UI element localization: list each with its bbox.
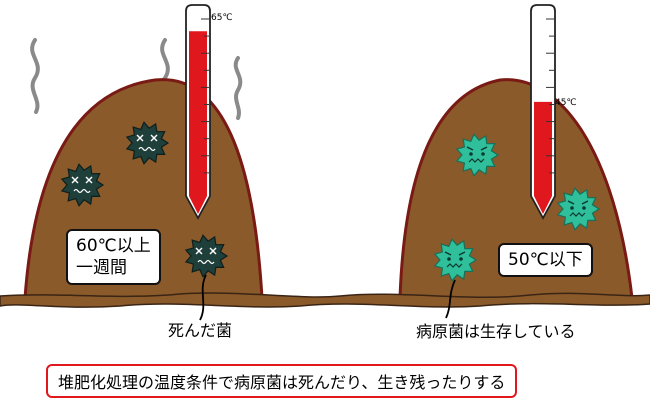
thermometer-icon bbox=[185, 4, 211, 220]
dead-microbe-pointer bbox=[199, 274, 207, 321]
left-thermometer-reading: 65℃ bbox=[211, 13, 233, 23]
right-condition-callout: 50℃以下 bbox=[498, 243, 593, 277]
pathogen-pointer bbox=[445, 279, 456, 319]
caption: 堆肥化処理の温度条件で病原菌は死んだり、生き残ったりする bbox=[46, 364, 518, 398]
ground bbox=[0, 292, 650, 308]
dead-microbe-icon bbox=[184, 234, 229, 278]
dead-microbe-icon bbox=[125, 121, 170, 165]
thermometer-mercury bbox=[189, 31, 207, 214]
left-condition-callout: 60℃以上 一週間 bbox=[66, 229, 161, 285]
pathogen-microbe-icon bbox=[556, 187, 601, 231]
thermometer-mercury bbox=[534, 101, 552, 214]
pathogen-microbe-icon bbox=[433, 238, 478, 282]
pathogen-microbe-icon bbox=[455, 133, 500, 177]
dead-microbe-label: 死んだ菌 bbox=[168, 321, 233, 340]
right-thermometer-reading: 45℃ bbox=[555, 98, 577, 108]
dead-microbe-icon bbox=[60, 163, 105, 207]
pathogen-alive-label: 病原菌は生存している bbox=[416, 322, 576, 341]
thermometer-icon bbox=[530, 4, 556, 220]
